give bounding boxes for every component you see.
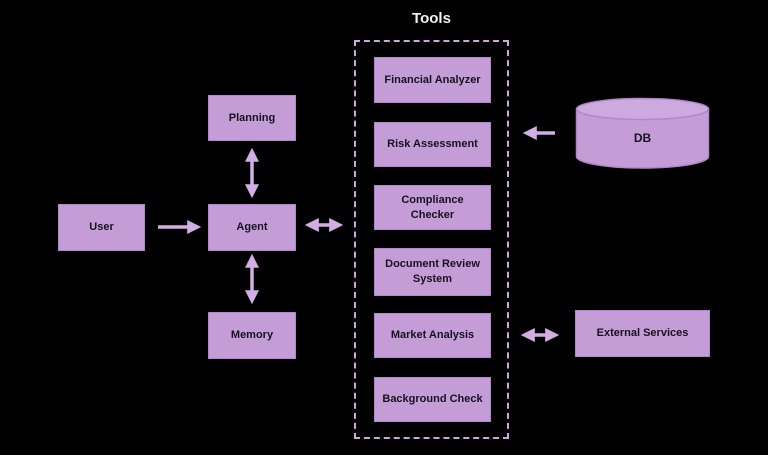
node-db-label: DB bbox=[633, 131, 652, 145]
tool-box-compliance-checker: Compliance Checker bbox=[374, 185, 491, 230]
node-agent: Agent bbox=[208, 204, 296, 251]
tool-box-background-check: Background Check bbox=[374, 377, 491, 422]
tool-box-risk-assessment: Risk Assessment bbox=[374, 122, 491, 167]
tools-group-title: Tools bbox=[412, 10, 451, 27]
tool-box-document-review-system: Document Review System bbox=[374, 248, 491, 296]
tool-box-market-analysis: Market Analysis bbox=[374, 313, 491, 358]
node-db-cylinder: DB bbox=[575, 97, 710, 170]
database-cylinder-icon bbox=[575, 97, 710, 169]
node-user: User bbox=[58, 204, 145, 251]
tool-box-financial-analyzer: Financial Analyzer bbox=[374, 57, 491, 103]
tools-group-container bbox=[354, 40, 509, 439]
node-external-services: External Services bbox=[575, 310, 710, 357]
node-memory: Memory bbox=[208, 312, 296, 359]
node-planning: Planning bbox=[208, 95, 296, 141]
